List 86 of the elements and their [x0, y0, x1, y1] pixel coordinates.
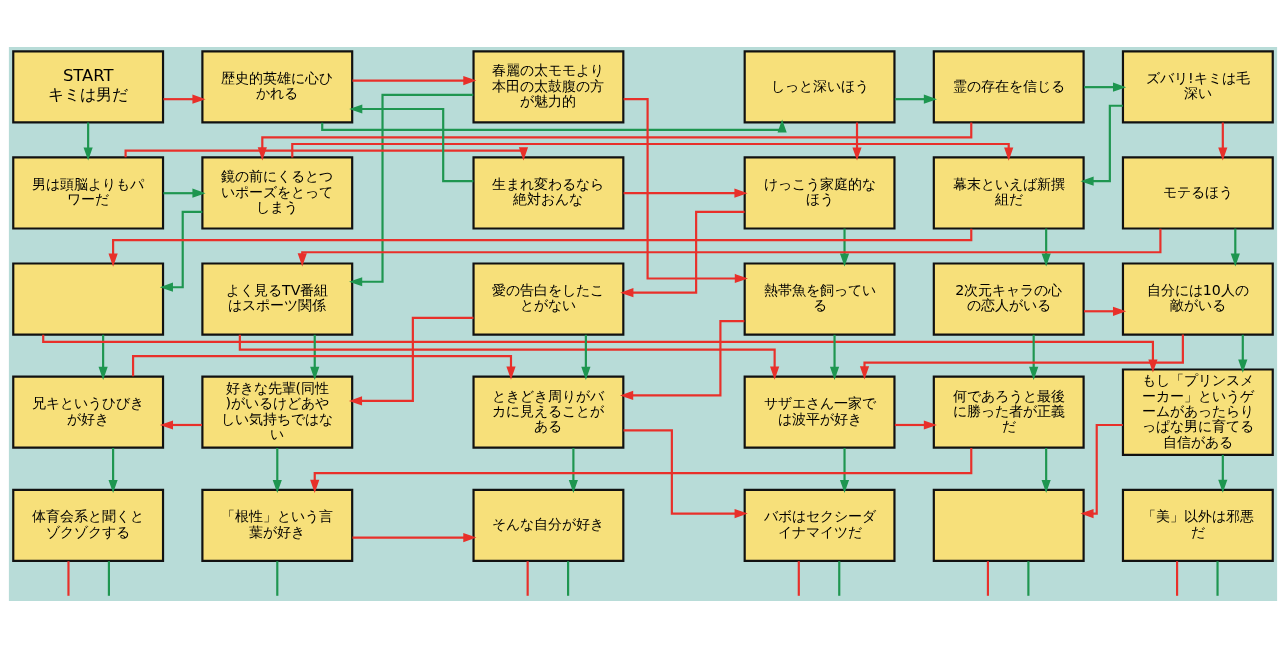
arrow: [620, 320, 745, 401]
arrow: [1029, 334, 1039, 380]
arrow: [852, 122, 862, 161]
connector: [797, 561, 800, 596]
node-box: 歴史的英雄に心ひかれる: [201, 50, 354, 124]
arrow: [581, 334, 591, 380]
node-box: そんな自分が好き: [472, 488, 625, 562]
arrow: [1218, 454, 1228, 493]
connector: [107, 561, 110, 596]
node-box: 生まれ変わるなら絶対おんな: [472, 156, 625, 230]
node-box: しっと深いほう: [743, 50, 896, 124]
arrow: [163, 94, 206, 104]
arrow: [839, 447, 850, 494]
node-box: よく見るTV番組はスポーツ関係: [201, 262, 354, 336]
arrow: [238, 334, 780, 380]
node-box: サザエさん一家では波平が好き: [743, 375, 896, 449]
node-box: 「美」以外は邪悪だ: [1121, 488, 1274, 562]
arrow: [1041, 447, 1051, 494]
node-box: けっこう家庭的なほう: [743, 156, 896, 230]
node-box: ときどき周りがバカに見えることがある: [472, 375, 625, 449]
node-box: START キミは男だ: [12, 50, 165, 124]
arrow: [272, 447, 282, 494]
node-box: 鏡の前にくるとついポーズをとってしまう: [201, 156, 354, 230]
node-box: 男は頭脳よりもパワーだ: [12, 156, 165, 230]
connector: [67, 561, 70, 596]
node-box: 兄キというひびきが好き: [12, 375, 165, 449]
arrow: [352, 76, 477, 86]
node-box: 春麗の太モモより本田の太鼓腹の方が魅力的: [472, 50, 625, 124]
arrow: [321, 119, 787, 133]
arrow: [348, 316, 474, 406]
arrow: [1238, 334, 1248, 373]
arrow: [108, 447, 118, 494]
arrow: [83, 122, 93, 161]
connector: [838, 561, 841, 596]
node-box: 愛の告白をしたことがない: [472, 262, 625, 336]
connector: [986, 561, 990, 596]
node-box: もし「プリンスメーカー」というゲームがあったらりっぱな男に育てる自信がある: [1121, 368, 1274, 456]
node-box: [932, 488, 1085, 562]
node-box: 熱帯魚を飼っている: [743, 262, 896, 336]
arrow: [1084, 82, 1127, 92]
arrow: [108, 228, 973, 267]
arrow: [349, 104, 474, 183]
arrow: [623, 429, 748, 519]
arrow: [894, 94, 937, 104]
node-box: ズバリ!キミは毛深い: [1121, 50, 1274, 124]
node-box: [12, 262, 165, 336]
arrow: [894, 420, 937, 430]
node-box: 「根性」という言葉が好き: [201, 488, 354, 562]
node-box: 霊の存在を信じる: [932, 50, 1085, 124]
arrow: [159, 420, 202, 430]
arrow: [98, 334, 108, 380]
node-box: 何であろうと最後に勝った者が正義だ: [932, 375, 1085, 449]
node-box: バボはセクシーダイナマイツだ: [743, 488, 896, 562]
arrow: [1084, 306, 1127, 316]
connector: [276, 561, 279, 596]
arrow: [159, 210, 203, 292]
arrow: [297, 228, 1162, 267]
arrow: [620, 210, 745, 298]
arrow: [310, 447, 973, 493]
connector: [1216, 561, 1219, 596]
arrow: [623, 98, 748, 284]
arrow: [352, 533, 477, 543]
arrow: [623, 188, 748, 198]
arrow: [1080, 104, 1123, 186]
arrow: [568, 447, 578, 494]
node-box: 好きな先輩(同性)がいるけどあやしい気持ちではない: [201, 375, 354, 449]
arrow: [859, 334, 1184, 380]
connector: [1027, 561, 1030, 596]
node-box: 2次元キャラの心の恋人がいる: [932, 262, 1085, 336]
arrow: [310, 334, 320, 380]
connector: [526, 561, 529, 596]
arrow: [839, 228, 850, 267]
connector: [567, 561, 570, 596]
arrow: [1230, 228, 1240, 267]
arrow: [163, 188, 206, 198]
connector: [1176, 561, 1179, 596]
node-box: モテるほう: [1121, 156, 1274, 230]
arrow: [291, 142, 1014, 161]
arrow: [1218, 122, 1228, 161]
arrow: [349, 93, 474, 287]
node-box: 自分には10人の敵がいる: [1121, 262, 1274, 336]
arrow: [1041, 228, 1051, 267]
arrow: [1080, 423, 1123, 519]
node-box: 幕末といえば新撰組だ: [932, 156, 1085, 230]
node-box: 体育会系と聞くとゾクゾクする: [12, 488, 165, 562]
arrow: [829, 334, 840, 380]
